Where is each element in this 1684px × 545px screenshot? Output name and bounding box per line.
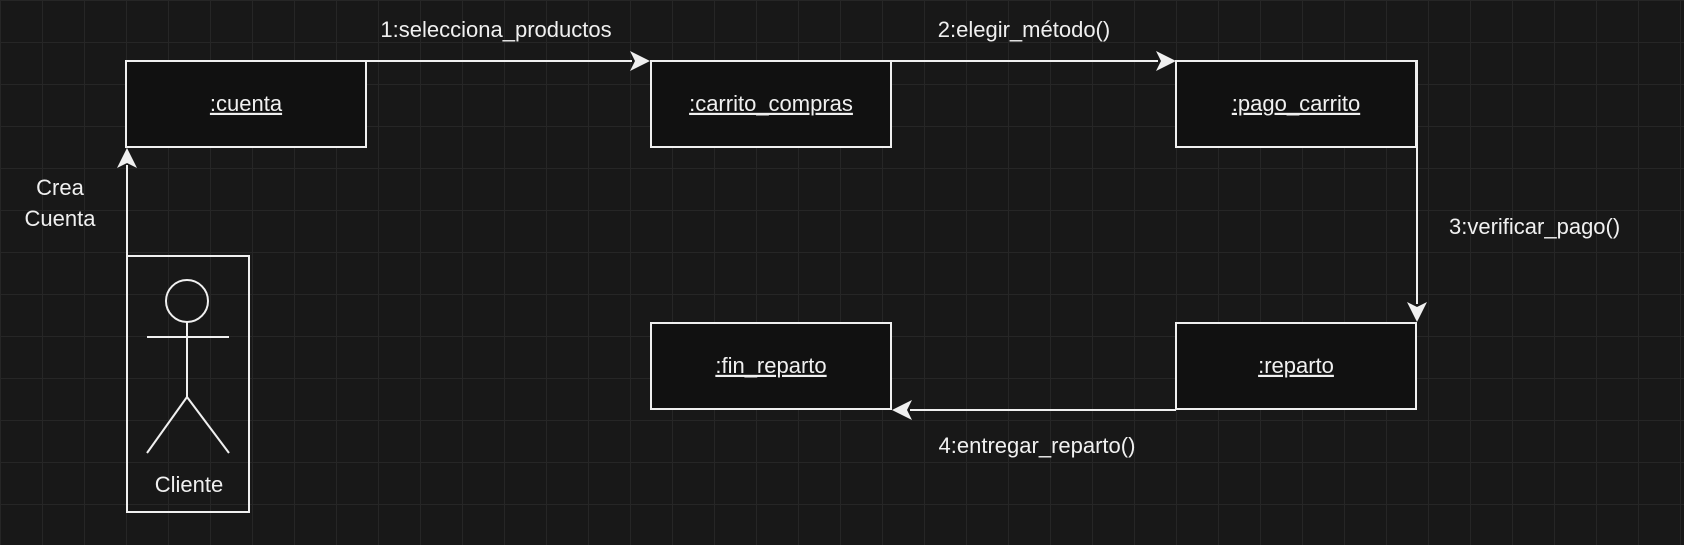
node-fin-reparto-label: :fin_reparto bbox=[715, 353, 826, 378]
stick-figure-icon bbox=[146, 279, 230, 454]
node-reparto[interactable]: :reparto bbox=[1175, 322, 1417, 410]
arrowhead-to-carrito bbox=[630, 51, 650, 71]
message-1-label: 1:selecciona_productos bbox=[380, 17, 611, 42]
message-2-label: 2:elegir_método() bbox=[938, 17, 1110, 42]
arrowhead-to-reparto bbox=[1407, 302, 1427, 322]
crea-cuenta-label-line1: Crea bbox=[36, 175, 84, 200]
arrowhead-to-fin bbox=[892, 400, 912, 420]
node-pago-carrito[interactable]: :pago_carrito bbox=[1175, 60, 1417, 148]
arrowhead-to-pago bbox=[1156, 51, 1176, 71]
node-carrito-compras-label: :carrito_compras bbox=[689, 91, 853, 116]
actor-box bbox=[126, 255, 250, 513]
node-cuenta[interactable]: :cuenta bbox=[125, 60, 367, 148]
node-cuenta-label: :cuenta bbox=[210, 91, 283, 116]
actor-cliente[interactable]: Cliente bbox=[126, 255, 250, 513]
message-4-label: 4:entregar_reparto() bbox=[939, 433, 1136, 458]
arrowhead-to-cuenta bbox=[117, 148, 137, 168]
node-fin-reparto[interactable]: :fin_reparto bbox=[650, 322, 892, 410]
actor-name: Cliente bbox=[155, 472, 223, 497]
node-carrito-compras[interactable]: :carrito_compras bbox=[650, 60, 892, 148]
node-reparto-label: :reparto bbox=[1258, 353, 1334, 378]
node-pago-carrito-label: :pago_carrito bbox=[1232, 91, 1360, 116]
crea-cuenta-label-line2: Cuenta bbox=[25, 206, 97, 231]
message-3-label: 3:verificar_pago() bbox=[1449, 214, 1620, 239]
